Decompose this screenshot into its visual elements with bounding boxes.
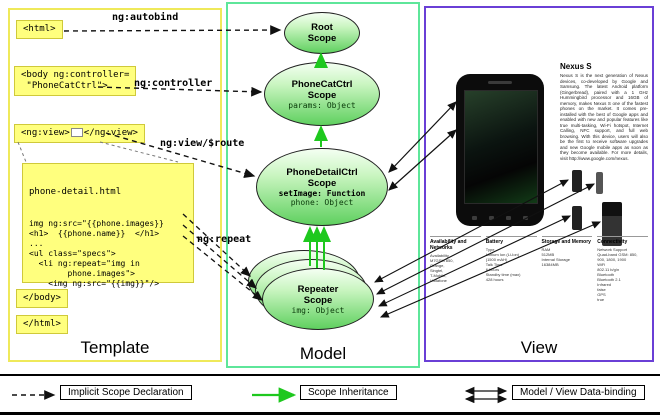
phone-buttons: [472, 216, 528, 220]
spec-col-connectivity: Connectivity Network Support Quad-band G…: [597, 236, 648, 302]
repeater-scope-ellipse: Repeater Scope img: Object: [262, 268, 374, 330]
spec-header-storage: Storage and Memory: [541, 239, 591, 245]
phone-screen: [464, 90, 538, 204]
phonedetailctrl-scope-ellipse: PhoneDetailCtrl Scope setImage: Function…: [256, 148, 388, 226]
phone-thumbnail-1: [572, 170, 582, 192]
spec-col-battery: Battery Type Lithium Ion (Li-Ion) (1500 …: [485, 236, 537, 302]
product-title: Nexus S: [560, 62, 592, 71]
phonecatctrl-name-line1: PhoneCatCtrl: [291, 78, 353, 90]
product-description: Nexus S is the next generation of Nexus …: [560, 73, 648, 161]
spec-col-storage: Storage and Memory RAM 512MB Internal St…: [541, 236, 593, 302]
spec-header-connectivity: Connectivity: [597, 239, 628, 245]
ng-view-route-label: ng:view/$route: [160, 138, 245, 149]
legend-scope-inheritance-label: Scope Inheritance: [300, 385, 397, 400]
phone-detail-code-box: phone-detail.html img ng:src="{{phone.im…: [22, 163, 194, 308]
ng-autobind-label: ng:autobind: [112, 12, 179, 23]
root-scope-name-line1: Root: [311, 22, 333, 33]
ng-repeat-label: ng:repeat: [197, 234, 252, 245]
html-open-tag-box: <html>: [16, 20, 63, 39]
phonecatctrl-scope-ellipse: PhoneCatCtrl Scope params: Object: [264, 62, 380, 126]
spec-body-availability: Availability M7GSM 850, Orange, Singtel,…: [430, 253, 454, 283]
phone-detail-filename: phone-detail.html: [29, 187, 122, 197]
spec-table: Availability and Networks Availability M…: [430, 236, 648, 302]
legend-divider-top: [0, 374, 660, 376]
spec-header-availability: Availability and Networks: [430, 239, 467, 251]
legend-divider-bottom: [0, 412, 660, 415]
ng-view-tag-box: <ng:view> </ng:view>: [14, 124, 145, 143]
phone-thumbnail-2: [596, 172, 603, 194]
ng-controller-label: ng:controller: [134, 78, 213, 89]
spec-body-storage: RAM 512MB Internal Storage 16384MB: [541, 247, 570, 267]
root-scope-name-line2: Scope: [307, 33, 337, 44]
body-close-tag-box: </body>: [16, 289, 68, 308]
root-scope-ellipse: Root Scope: [284, 12, 360, 54]
phonedetailctrl-name-line1: PhoneDetailCtrl: [286, 167, 358, 178]
phonedetailctrl-prop-setimage: setImage: Function: [278, 189, 366, 198]
view-placeholder-box: [70, 128, 83, 137]
phonecatctrl-name-line2: Scope: [307, 89, 337, 101]
phone-thumbnail-4: [602, 202, 622, 246]
phonedetailctrl-name-line2: Scope: [307, 178, 337, 189]
view-panel-title: View: [520, 338, 558, 357]
spec-body-battery: Type Lithium Ion (Li-Ion) (1500 mAH) Tal…: [485, 247, 521, 282]
body-open-tag-box: <body ng:controller= "PhoneCatCtrl">: [14, 66, 137, 96]
repeater-name-line1: Repeater: [297, 283, 339, 295]
phone-thumbnail-3: [572, 206, 582, 230]
phonecatctrl-prop-params: params: Object: [288, 100, 356, 110]
legend-data-binding-label: Model / View Data-binding: [512, 385, 645, 400]
legend-implicit-scope-label: Implicit Scope Declaration: [60, 385, 192, 400]
model-panel-title: Model: [299, 344, 347, 363]
nexus-phone-image: [456, 74, 544, 226]
html-close-tag-box: </html>: [16, 315, 68, 334]
template-panel-title: Template: [80, 338, 150, 357]
phone-speaker: [488, 81, 512, 84]
spec-col-availability: Availability and Networks Availability M…: [430, 236, 481, 302]
ng-view-open-text: <ng:view>: [21, 128, 70, 138]
ng-view-close-text: </ng:view>: [83, 128, 138, 138]
spec-body-connectivity: Network Support Quad-band GSM: 850, 900,…: [597, 247, 638, 302]
spec-header-battery: Battery: [485, 239, 503, 245]
repeater-name-line2: Scope: [303, 294, 333, 306]
phonedetailctrl-prop-phone: phone: Object: [290, 198, 354, 207]
repeater-prop-img: img: Object: [291, 305, 345, 315]
